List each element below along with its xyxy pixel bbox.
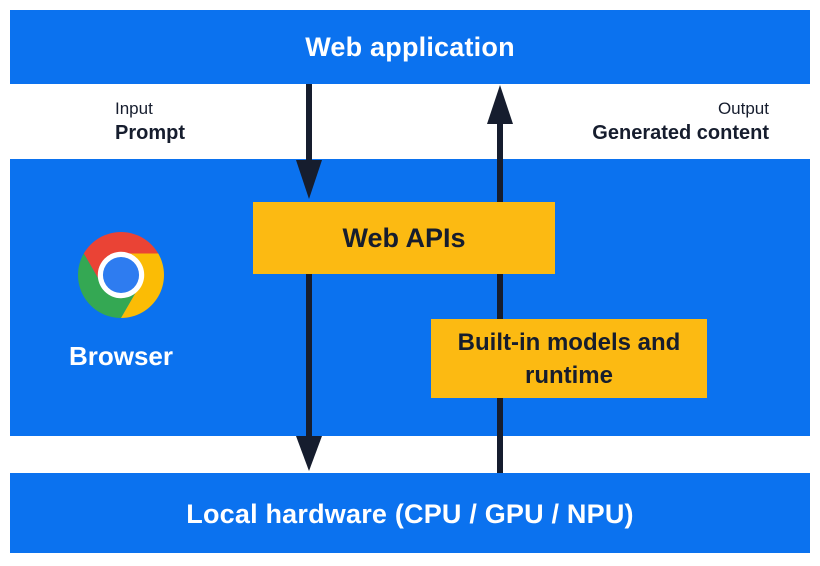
input-value: Prompt	[115, 122, 185, 144]
local-hardware-layer: Local hardware (CPU / GPU / NPU)	[10, 473, 810, 553]
chrome-logo-icon	[78, 232, 164, 318]
output-value: Generated content	[592, 122, 769, 144]
input-annotation: Input Prompt	[115, 97, 185, 147]
web-apis-box: Web APIs	[253, 202, 555, 274]
input-title: Input	[115, 99, 153, 118]
builtin-models-box: Built-in models and runtime	[431, 319, 707, 398]
output-annotation: Output Generated content	[592, 97, 769, 147]
web-application-label: Web application	[305, 32, 515, 62]
local-hardware-label: Local hardware (CPU / GPU / NPU)	[186, 499, 634, 529]
web-application-layer: Web application	[10, 10, 810, 84]
web-apis-label: Web APIs	[342, 222, 466, 253]
browser-label: Browser	[68, 341, 174, 371]
builtin-models-label: Built-in models and runtime	[457, 328, 681, 389]
output-title: Output	[717, 99, 769, 118]
